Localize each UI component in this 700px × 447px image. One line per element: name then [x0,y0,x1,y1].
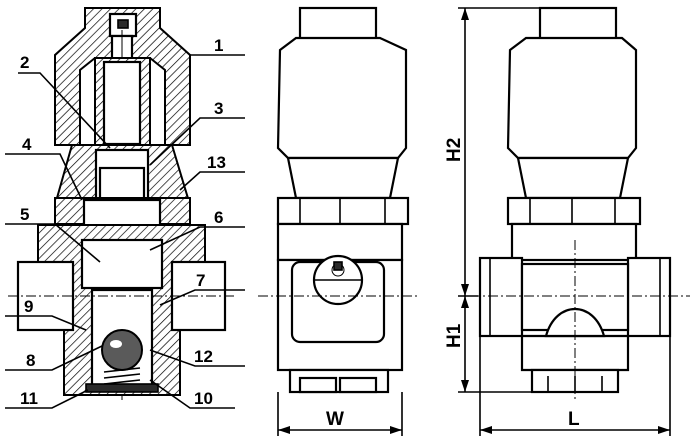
part-label-8: 8 [26,351,35,370]
dimension-h2: H2 [444,138,465,162]
part-label-12: 12 [194,347,213,366]
front-view: H2 H1 L [444,6,690,436]
section-view: 1 2 3 4 13 5 6 7 9 12 8 11 10 [5,7,245,409]
part-label-1: 1 [214,36,223,55]
part-label-11: 11 [20,389,38,408]
part-label-9: 9 [24,297,33,316]
dimension-h1: H1 [444,323,465,348]
side-view: W [258,6,420,436]
part-label-2: 2 [20,53,29,72]
part-label-10: 10 [194,389,213,408]
part-label-6: 6 [214,208,223,227]
dimension-w: W [326,409,344,430]
leader-lines [5,54,245,409]
part-label-5: 5 [20,205,29,224]
dimension-l: L [568,409,580,430]
part-label-13: 13 [207,153,226,172]
part-label-3: 3 [214,99,223,118]
part-label-7: 7 [196,271,205,290]
part-label-4: 4 [22,135,32,154]
part-labels: 1 2 3 4 13 5 6 7 9 12 8 11 10 [20,36,226,408]
